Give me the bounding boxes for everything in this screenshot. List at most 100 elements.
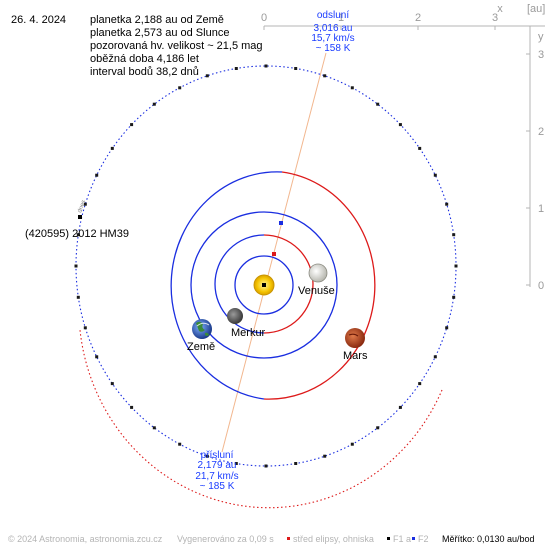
orbit-point: [76, 233, 80, 237]
x-tick-label-2: 2: [415, 12, 421, 24]
mercury-planet-icon: [227, 308, 243, 324]
orbit-point: [418, 382, 422, 386]
legend-f1-swatch: [387, 537, 390, 540]
orbit-point: [398, 123, 402, 127]
footer: © 2024 Astronomia, astronomia.zcu.cz Vyg…: [8, 534, 535, 544]
footer-legend-center: střed elipsy, ohniska: [293, 534, 374, 544]
orbit-point: [294, 67, 298, 70]
venus-orbit: [214, 234, 265, 334]
now-marker-label: dnes: [77, 199, 87, 213]
y-tick-label-3: 3: [538, 49, 544, 61]
mars-label: Mars: [343, 350, 368, 362]
focus-f2-marker: [279, 221, 283, 225]
perihelion-temperature: ~ 185 K: [200, 481, 235, 492]
orbit-point: [376, 102, 380, 106]
axis-unit: [au]: [527, 3, 545, 15]
orbit-point: [454, 264, 458, 268]
orbit-point: [152, 102, 156, 106]
sun-icon: [253, 274, 275, 296]
footer-scale: Měřítko: 0,0130 au/bod: [442, 534, 535, 544]
footer-legend-f2: F2: [418, 534, 429, 544]
orbit-point: [452, 233, 456, 237]
x-tick-label-0: 0: [261, 12, 267, 24]
aphelion-speed: 15,7 km/s: [311, 33, 354, 44]
orbit-point: [234, 67, 238, 70]
perihelion-title: přísluní: [201, 450, 234, 461]
orbit-point: [294, 462, 298, 465]
orbit-point: [205, 454, 209, 458]
orbit-point: [398, 405, 402, 409]
earth-orbit: [190, 211, 338, 359]
object-name: (420595) 2012 HM39: [25, 228, 129, 240]
x-axis-letter: x: [497, 3, 503, 15]
perihelion-info: přísluní 2,179 au 21,7 km/s ~ 185 K: [195, 450, 238, 492]
earth-label: Země: [187, 341, 215, 353]
y-axis-letter: y: [538, 31, 544, 43]
venus-planet-icon: [308, 263, 328, 283]
orbit-point: [83, 202, 87, 206]
footer-legend-f1: F1 a: [393, 534, 411, 544]
orbit-point: [433, 173, 437, 177]
orbit-point: [452, 295, 456, 299]
mercury-label: Merkur: [231, 327, 266, 339]
orbit-point: [178, 442, 182, 446]
axes: 0 1 2 3 0 1 2 3 x [au] y: [261, 3, 545, 292]
footer-generated: Vygenerováno za 0,09 s: [177, 534, 274, 544]
date-label: 26. 4. 2024: [11, 14, 66, 26]
info-line-2: planetka 2,573 au od Slunce: [90, 27, 229, 39]
perihelion-speed: 21,7 km/s: [195, 471, 238, 482]
orbit-point: [445, 326, 449, 330]
perihelion-distance: 2,179 au: [198, 460, 237, 471]
orbit-point: [264, 464, 268, 468]
orbit-point: [178, 86, 182, 90]
info-line-5: interval bodů 38,2 dnů: [90, 66, 199, 78]
orbit-point: [323, 74, 327, 78]
orbit-point: [445, 202, 449, 206]
y-tick-label-0: 0: [538, 280, 544, 292]
orbit-point: [76, 295, 80, 299]
orbit-point: [110, 146, 114, 150]
info-line-1: planetka 2,188 au od Země: [90, 14, 224, 26]
planet-orbits: [170, 171, 376, 400]
legend-center-swatch: [287, 537, 290, 540]
asteroid-orbit-arc-1: [263, 234, 314, 334]
mars-orbit-blue: [170, 171, 283, 400]
orbit-point: [376, 426, 380, 430]
orbit-point: [130, 405, 134, 409]
info-line-3: pozorovaná hv. velikost ~ 21,5 mag: [90, 40, 263, 52]
aphelion-distance: 3,016 au: [314, 23, 353, 34]
x-tick-label-3: 3: [492, 12, 498, 24]
aphelion-temperature: ~ 158 K: [316, 43, 351, 54]
y-tick-label-2: 2: [538, 126, 544, 138]
mars-orbit-red: [263, 171, 376, 400]
orbit-point: [95, 173, 99, 177]
earth-planet-icon: [192, 319, 212, 339]
venus-label: Venuše: [298, 285, 335, 297]
orbit-point: [130, 123, 134, 127]
orbit-point: [323, 454, 327, 458]
orbit-point: [234, 462, 238, 465]
x-tick-label-1: 1: [338, 12, 344, 24]
y-tick-label-1: 1: [538, 203, 544, 215]
orbit-point: [74, 264, 78, 268]
orbit-point: [110, 382, 114, 386]
asteroid-position-points: [74, 64, 458, 468]
aphelion-info: odsluní 3,016 au 15,7 km/s ~ 158 K: [311, 10, 354, 54]
orbit-point: [264, 64, 268, 68]
mars-planet-icon: [345, 328, 365, 348]
orbit-point: [433, 355, 437, 359]
orbit-point: [83, 326, 87, 330]
orbit-point: [152, 426, 156, 430]
orbit-point: [350, 442, 354, 446]
orbit-point: [418, 146, 422, 150]
asteroid-current-position: [78, 215, 82, 219]
footer-copyright: © 2024 Astronomia, astronomia.zcu.cz: [8, 534, 163, 544]
orbit-point: [205, 74, 209, 78]
orbit-point: [95, 355, 99, 359]
legend-f2-swatch: [412, 537, 415, 540]
aphelion-title: odsluní: [317, 10, 349, 21]
mercury-orbit: [234, 255, 294, 315]
ellipse-center-marker: [272, 252, 276, 256]
orbit-point: [350, 86, 354, 90]
